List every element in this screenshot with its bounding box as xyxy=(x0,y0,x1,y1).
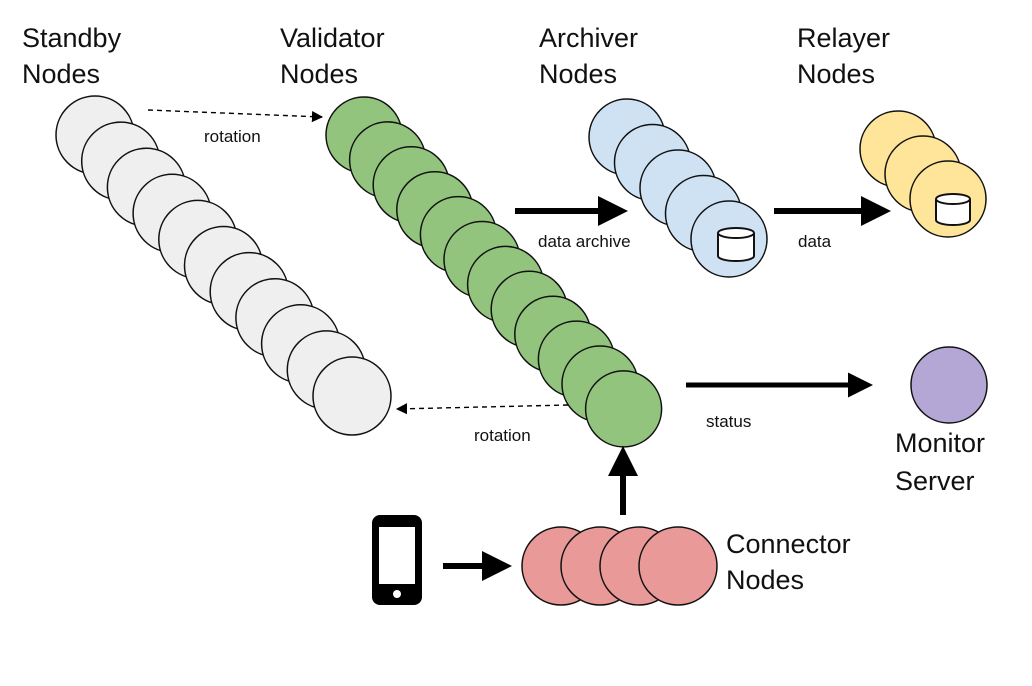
rotation-arrow-to-validator xyxy=(147,109,324,123)
validator-nodes-label-line1: Validator xyxy=(280,23,385,53)
connector-node-stack xyxy=(521,526,718,606)
connector-nodes-label-line1: Connector xyxy=(726,529,851,559)
rotation-label-top: rotation xyxy=(204,127,261,146)
connector-nodes-label-line2: Nodes xyxy=(726,565,804,595)
standby-node-stack xyxy=(55,95,392,436)
monitor-server-label-line2: Server xyxy=(895,466,975,496)
relayer-nodes-label-line1: Relayer xyxy=(797,23,890,53)
status-label: status xyxy=(706,412,751,431)
standby-nodes-label-line2: Nodes xyxy=(22,59,100,89)
archiver-nodes-label-line2: Nodes xyxy=(539,59,617,89)
archiver-database-icon xyxy=(717,227,755,262)
rotation-arrow-to-standby xyxy=(395,403,569,415)
validator-node-stack xyxy=(325,96,663,448)
monitor-server-label-line1: Monitor xyxy=(895,428,985,458)
relayer-nodes-label-line2: Nodes xyxy=(797,59,875,89)
standby-nodes-label-line1: Standby xyxy=(22,23,122,53)
monitor-node-1 xyxy=(910,346,988,424)
connector-node-4 xyxy=(638,526,718,606)
validator-nodes-label-line2: Nodes xyxy=(280,59,358,89)
smartphone-icon xyxy=(372,515,422,605)
data-label: data xyxy=(798,232,832,251)
relayer-database-icon xyxy=(935,193,971,226)
standby-node-11 xyxy=(312,356,392,436)
validator-node-12 xyxy=(584,370,663,448)
data-archive-label: data archive xyxy=(538,232,631,251)
rotation-label-bottom: rotation xyxy=(474,426,531,445)
monitor-server-node xyxy=(910,346,988,424)
archiver-nodes-label-line1: Archiver xyxy=(539,23,638,53)
